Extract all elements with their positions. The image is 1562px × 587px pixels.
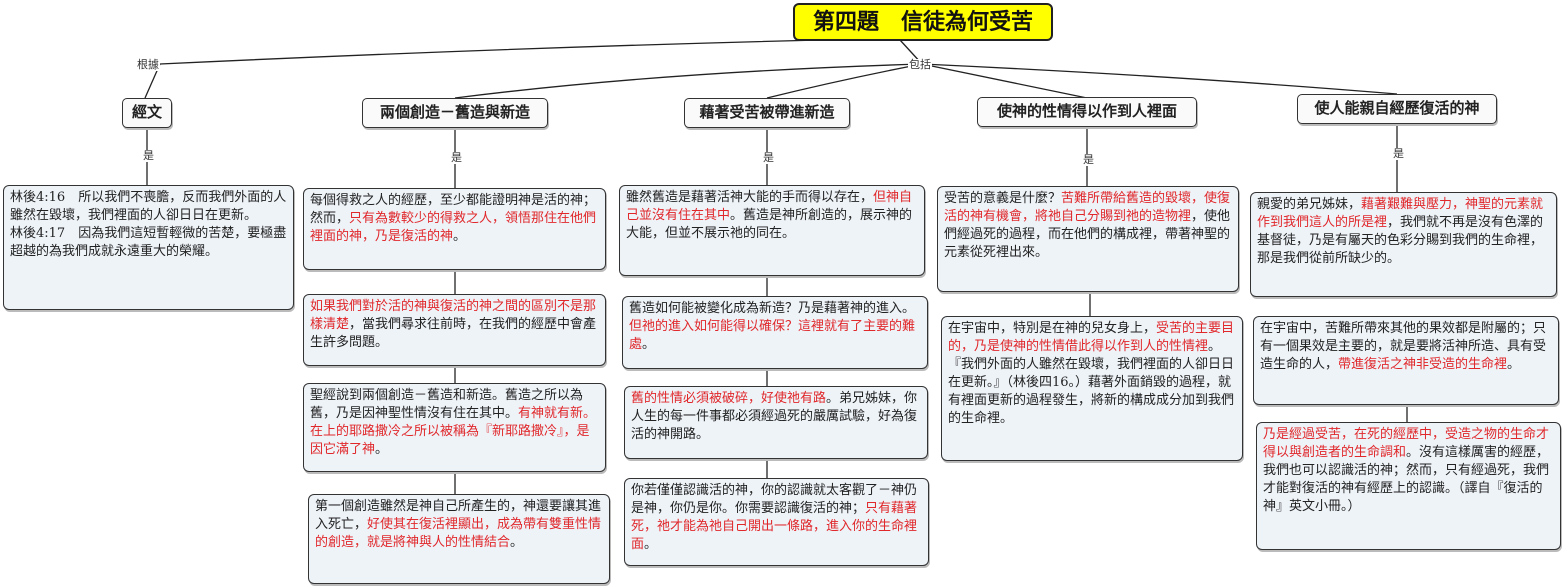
- note-text: 。沒有這樣厲害的經歷，我們也可以認識活的神；然而，只有經過死，我們才能對復活的神…: [1263, 445, 1550, 514]
- note-box: 每個得救之人的經歷，至少都能證明神是活的神；然而，只有為數較少的得救之人，領悟那…: [303, 188, 606, 270]
- note-box: 雖然舊造是藉著活神大能的手而得以存在，但神自己並沒有住在其中。舊造是神所創造的，…: [619, 185, 925, 276]
- note-text: 。弟兄姊妹，你人生的每一件事都必須經過死的嚴厲試驗，好為復活的神開路。: [631, 391, 918, 442]
- note-box: 如果我們對於活的神與復活的神之間的區別不是那樣清楚，當我們尋求往前時，在我們的經…: [303, 294, 606, 366]
- note-text: 。舊造是神所創造的，展示神的大能，但並不展示祂的同在。: [626, 208, 913, 241]
- scripture-line-1: 林後4:16 所以我們不喪膽，反而我們外面的人雖然在毀壞，我們裡面的人卻日日在更…: [10, 190, 287, 223]
- main-title: 第四題 信徒為何受苦: [793, 3, 1053, 41]
- link-label-shi-5: 是: [1392, 147, 1405, 160]
- note-text: 。: [375, 442, 389, 457]
- note-text: 。: [510, 535, 524, 550]
- note-text: ，使他們經過死的過程，而在他們的構成裡，帶著神聖的元素從死裡出來。: [944, 209, 1231, 260]
- note-highlight: 好使其在復活裡顯出，成為帶有雙重性情的創造，就是將神與人的性情結合: [315, 517, 602, 550]
- link-label-shi-4: 是: [1082, 153, 1095, 166]
- note-highlight: 只有藉著死，祂才能為祂自己開出一條路，進入你的生命裡面: [631, 501, 918, 552]
- note-text: 每個得救之人的經歷，至少都能證明神是活的神；然而，: [310, 193, 597, 226]
- note-highlight: 有神就有新。在上的耶路撒冷之所以被稱為『新耶路撒冷』，是因它滿了神: [310, 406, 597, 457]
- note-text: 。: [642, 337, 656, 352]
- category-experience-resurrection: 使人能親自經歷復活的神: [1297, 94, 1497, 124]
- note-box: 在宇宙中，苦難所帶來其他的果效都是附屬的；只有一個果效是主要的，就是要將活神所造…: [1253, 316, 1559, 405]
- note-text: 在宇宙中，特別是在神的兒女身上，: [948, 321, 1157, 336]
- note-highlight: 但神自己並沒有住在其中: [626, 190, 913, 223]
- link-label-shi-3: 是: [762, 151, 775, 164]
- note-highlight: 藉著艱難與壓力，神聖的元素就作到我們這人的所是裡: [1257, 197, 1544, 230]
- link-label-genju: 根據: [136, 58, 160, 71]
- note-highlight: 只有為數較少的得救之人，領悟那住在他們裡面的神，乃是復活的神: [310, 211, 597, 244]
- note-text: 在宇宙中，苦難所帶來其他的果效都是附屬的；只有一個果效是主要的，就是要將活神所造…: [1260, 321, 1547, 372]
- note-highlight: 苦難所帶給舊造的毀壞，使復活的神有機會，將祂自己分賜到祂的造物裡: [944, 191, 1231, 224]
- note-text: ，當我們尋求往前時，在我們的經歷中會產生許多問題。: [310, 317, 597, 350]
- category-divine-nature: 使神的性情得以作到人裡面: [977, 97, 1197, 127]
- note-highlight: 乃是經過受苦，在死的經歷中，受造之物的生命才得以與創造者的生命調和: [1263, 427, 1550, 460]
- note-box: 受苦的意義是什麼？苦難所帶給舊造的毀壞，使復活的神有機會，將祂自己分賜到祂的造物…: [937, 186, 1239, 292]
- note-text: 雖然舊造是藉著活神大能的手而得以存在，: [626, 190, 874, 205]
- note-text: 你若僅僅認識活的神，你的認識就太客觀了－神仍是神，你仍是你。你需要認識復活的神；: [631, 483, 918, 516]
- link-label-baokuo: 包括: [908, 58, 932, 71]
- note-box: 在宇宙中，特別是在神的兒女身上，受苦的主要目的，乃是使神的性情借此得以作到人的性…: [941, 316, 1243, 461]
- note-box: 聖經說到兩個創造－舊造和新造。舊造之所以為舊，乃是因神聖性情沒有住在其中。有神就…: [303, 383, 606, 472]
- note-highlight: 如果我們對於活的神與復活的神之間的區別不是那樣清楚: [310, 299, 597, 332]
- category-into-new-creation: 藉著受苦被帶進新造: [684, 98, 850, 128]
- link-label-shi-1: 是: [142, 149, 155, 162]
- note-box: 舊的性情必須被破碎，好使祂有路。弟兄姊妹，你人生的每一件事都必須經過死的嚴厲試驗…: [624, 386, 928, 459]
- note-text: 親愛的弟兄姊妹，: [1257, 197, 1362, 212]
- note-text: 。: [1507, 357, 1521, 372]
- note-text: ，我們就不再是沒有色澤的基督徒，乃是有屬天的色彩分賜到我們的生命裡，那是我們從前…: [1257, 215, 1544, 266]
- scripture-line-2: 林後4:17 因為我們這短暫輕微的苦楚，要極盡超越的為我們成就永遠重大的榮耀。: [10, 226, 287, 259]
- note-text: 。: [644, 537, 658, 552]
- note-highlight: 但祂的進入如何能得以確保？這裡就有了主要的難處: [629, 319, 916, 352]
- note-text: 第一個創造雖然是神自己所產生的，神還要讓其進入死亡，: [315, 499, 602, 532]
- category-scripture: 經文: [122, 98, 172, 128]
- note-box: 第一個創造雖然是神自己所產生的，神還要讓其進入死亡，好使其在復活裡顯出，成為帶有…: [308, 494, 610, 584]
- note-box: 你若僅僅認識活的神，你的認識就太客觀了－神仍是神，你仍是你。你需要認識復活的神；…: [624, 478, 929, 566]
- note-text: 。『我們外面的人雖然在毀壞，我們裡面的人卻日日在更新。』（林後四16。）藉著外面…: [948, 339, 1235, 426]
- note-box: 乃是經過受苦，在死的經歷中，受造之物的生命才得以與創造者的生命調和。沒有這樣厲害…: [1256, 422, 1561, 550]
- note-highlight: 受苦的主要目的，乃是使神的性情借此得以作到人的性情裡: [948, 321, 1235, 354]
- note-highlight: 帶進復活之神非受造的生命裡: [1338, 357, 1508, 372]
- category-two-creations: 兩個創造－舊造與新造: [362, 98, 548, 128]
- note-text: 舊造如何能被變化成為新造？乃是藉著神的進入。: [629, 301, 916, 316]
- note-highlight: 舊的性情必須被破碎，好使祂有路: [631, 391, 827, 406]
- note-text: 聖經說到兩個創造－舊造和新造。舊造之所以為舊，乃是因神聖性情沒有住在其中。: [310, 388, 584, 421]
- note-text: 。: [453, 229, 467, 244]
- note-text: 受苦的意義是什麼？: [944, 191, 1062, 206]
- link-label-shi-2: 是: [450, 151, 463, 164]
- scripture-box: 林後4:16 所以我們不喪膽，反而我們外面的人雖然在毀壞，我們裡面的人卻日日在更…: [3, 185, 294, 310]
- note-box: 舊造如何能被變化成為新造？乃是藉著神的進入。但祂的進入如何能得以確保？這裡就有了…: [622, 296, 928, 369]
- note-box: 親愛的弟兄姊妹，藉著艱難與壓力，神聖的元素就作到我們這人的所是裡，我們就不再是沒…: [1250, 192, 1557, 297]
